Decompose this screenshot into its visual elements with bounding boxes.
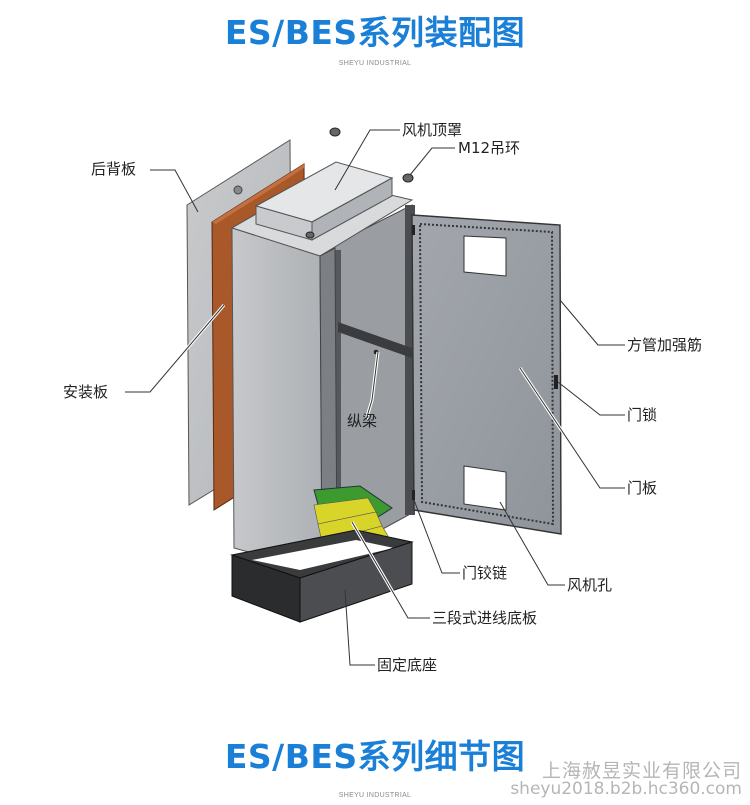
- label-fan-hole: 风机孔: [567, 576, 612, 594]
- watermark-site: sheyu2018.b2b.hc360.com: [510, 779, 742, 799]
- label-door-lock: 门锁: [627, 406, 657, 424]
- longitudinal-beam: [338, 322, 412, 358]
- door-lock: [554, 375, 558, 389]
- watermark-company: 上海赦昱实业有限公司: [541, 760, 742, 782]
- fan-hole: [463, 235, 507, 511]
- page-title: ES/BES系列装配图: [224, 13, 526, 52]
- lifting-ring: [305, 127, 414, 239]
- page-subtitle: SHEYU INDUSTRIAL: [338, 60, 412, 67]
- door-hinge: [412, 225, 415, 235]
- label-door-panel: 门板: [627, 479, 657, 497]
- leader-lines: [125, 129, 625, 666]
- section-title: ES/BES系列细节图: [224, 737, 526, 776]
- label-mounting-plate: 安装板: [63, 383, 108, 401]
- label-square-tube-rib: 方管加强筋: [627, 336, 702, 354]
- fan-top-cover: [254, 161, 394, 241]
- label-longitudinal-beam: 纵梁: [347, 412, 377, 430]
- door-panel: [411, 214, 562, 535]
- label-three-section-base-plate: 三段式进线底板: [432, 609, 537, 627]
- label-back-panel: 后背板: [91, 160, 136, 178]
- label-fixed-base: 固定底座: [377, 656, 437, 674]
- label-door-hinge: 门铰链: [462, 564, 507, 582]
- label-fan-top-cover: 风机顶罩: [402, 121, 462, 139]
- label-lifting-ring: M12吊环: [458, 139, 520, 157]
- fixed-base: [230, 529, 414, 623]
- section-subtitle: SHEYU INDUSTRIAL: [338, 792, 412, 799]
